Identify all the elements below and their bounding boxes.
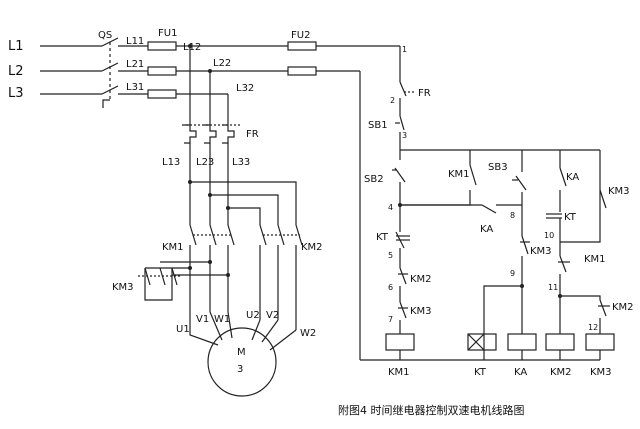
- coil-label-ka: KA: [514, 367, 527, 378]
- label-u1: U1: [176, 324, 190, 335]
- label-l13: L13: [162, 157, 180, 168]
- label-fr-main: FR: [246, 129, 259, 140]
- coil-km1: [385, 333, 415, 351]
- label-l21: L21: [126, 59, 144, 70]
- label-l11: L11: [126, 36, 144, 47]
- motor-label: M: [237, 347, 246, 358]
- coil-label-km2: KM2: [550, 367, 572, 378]
- label-km3-nc: KM3: [410, 306, 432, 317]
- coil-label-km1: KM1: [388, 367, 410, 378]
- label-km1-main: KM1: [162, 242, 184, 253]
- label-km3-aux-right: KM3: [608, 186, 630, 197]
- node-7: 7: [388, 315, 393, 324]
- label-km3-branch: KM3: [530, 246, 552, 257]
- label-ka-contact: KA: [480, 224, 493, 235]
- label-l1: L1: [8, 39, 24, 54]
- node-3: 3: [402, 131, 407, 140]
- label-l22: L22: [213, 58, 231, 69]
- label-l32: L32: [236, 83, 254, 94]
- label-u2: U2: [246, 310, 260, 321]
- label-l33: L33: [232, 157, 250, 168]
- label-fr-contact: FR: [418, 88, 431, 99]
- label-sb1: SB1: [368, 120, 388, 131]
- label-l3: L3: [8, 86, 24, 101]
- label-l12: L12: [183, 42, 201, 53]
- label-km2-nc: KM2: [410, 274, 432, 285]
- label-v2: V2: [266, 310, 279, 321]
- motor-terminals: U1 V1 W1 U2 V2 W2: [176, 310, 316, 351]
- main-bus: [188, 165, 297, 225]
- label-qs: QS: [98, 30, 112, 41]
- coil-km3: [585, 333, 615, 351]
- node-1: 1: [402, 45, 407, 54]
- motor-phase: 3: [237, 364, 243, 375]
- node-2: 2: [390, 96, 395, 105]
- label-ka-aux: KA: [566, 172, 579, 183]
- label-l2: L2: [8, 64, 24, 79]
- label-kt-contact: KT: [376, 232, 389, 243]
- caption: 附图4 时间继电器控制双速电机线路图: [338, 403, 525, 417]
- label-km1-aux: KM1: [448, 169, 470, 180]
- label-sb3: SB3: [488, 162, 508, 173]
- km1-main-contacts: KM1: [162, 224, 235, 312]
- coil-km2: [545, 333, 575, 351]
- fr-thermal-relay: FR L13 L23 L33: [162, 124, 259, 168]
- node-5: 5: [388, 251, 393, 260]
- node-11: 11: [548, 283, 558, 292]
- label-l31: L31: [126, 82, 144, 93]
- motor: M 3: [207, 327, 277, 397]
- node-12: 12: [588, 323, 598, 332]
- coil-label-kt: KT: [474, 367, 487, 378]
- km2-main-contacts: KM2: [259, 224, 323, 330]
- supply-lines: L1 L2 L3: [8, 39, 102, 101]
- label-kt-timed: KT: [564, 212, 577, 223]
- coil-ka: [507, 333, 537, 351]
- node-6: 6: [388, 283, 393, 292]
- label-km2-main: KM2: [301, 242, 323, 253]
- km3-star-contacts: KM3: [112, 260, 230, 301]
- label-km2-branch: KM2: [612, 302, 634, 313]
- node-9: 9: [510, 269, 515, 278]
- label-km1-nc: KM1: [584, 254, 606, 265]
- fu2-feed: L12 L22 L32 FU2: [183, 30, 400, 360]
- node-4: 4: [388, 203, 393, 212]
- qs-switch: QS: [98, 30, 148, 108]
- node-8: 8: [510, 211, 515, 220]
- label-v1: V1: [196, 314, 209, 325]
- coil-kt: [467, 333, 497, 351]
- label-w2: W2: [300, 328, 316, 339]
- label-l23: L23: [196, 157, 214, 168]
- drops-to-fr: [189, 46, 229, 125]
- label-km3-main: KM3: [112, 282, 134, 293]
- node-10: 10: [544, 231, 554, 240]
- label-sb2: SB2: [364, 174, 384, 185]
- label-fu1: FU1: [158, 28, 177, 39]
- control-circuit: 1 FR 2 SB1 3 SB2 4 KM1 KA 8 SB3: [360, 45, 634, 378]
- label-fu2: FU2: [291, 30, 310, 41]
- coil-label-km3: KM3: [590, 367, 612, 378]
- label-w1: W1: [214, 314, 230, 325]
- fu1-fuses: FU1 L11 L21 L31: [126, 28, 228, 99]
